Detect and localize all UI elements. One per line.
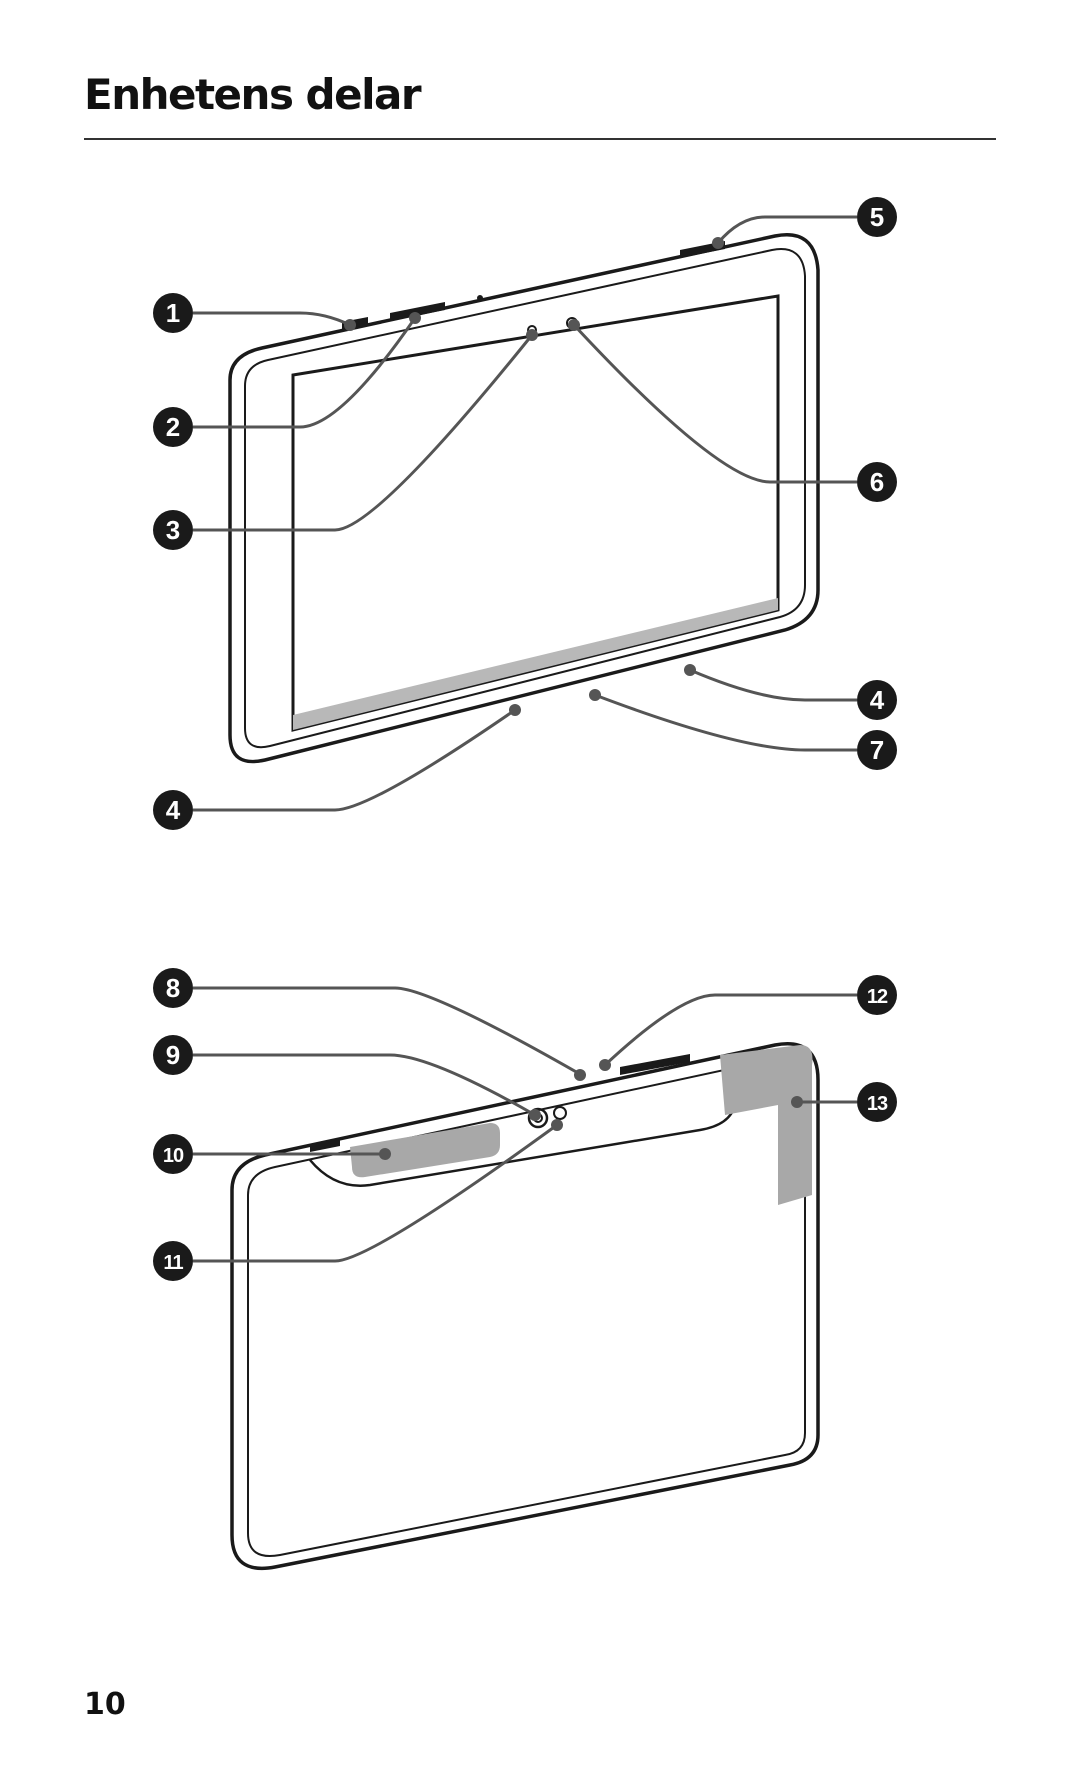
leader-6 (572, 323, 857, 484)
tablet-front-figure: 1 2 3 4 5 6 4 7 (0, 180, 1080, 830)
tablet-front-bezel-inner (244, 248, 806, 749)
svg-text:6: 6 (870, 467, 884, 497)
callout-7: 7 (857, 730, 897, 770)
callout-4-right: 4 (857, 680, 897, 720)
svg-text:9: 9 (166, 1040, 180, 1070)
leader-3 (193, 334, 534, 532)
rear-flash (553, 1106, 567, 1120)
callout-3: 3 (153, 510, 193, 550)
leader-12 (603, 993, 857, 1067)
svg-text:3: 3 (166, 515, 180, 545)
leader-7-dot (589, 689, 601, 701)
svg-text:5: 5 (870, 202, 884, 232)
svg-text:1: 1 (166, 298, 180, 328)
leader-4a (193, 708, 516, 812)
callout-6: 6 (857, 462, 897, 502)
page-title: Enhetens delar (84, 70, 422, 119)
leader-4b-dot (684, 664, 696, 676)
svg-text:7: 7 (870, 735, 884, 765)
callout-1: 1 (153, 293, 193, 333)
tablet-back-figure: 8 9 10 11 12 13 (0, 955, 1080, 1575)
leader-11-dot (551, 1119, 563, 1131)
callout-11: 11 (153, 1241, 193, 1281)
screen-bottom-shade (293, 598, 778, 730)
rear-camera-lens (527, 1107, 549, 1129)
leader-4b (689, 668, 857, 702)
leader-8-dot (574, 1069, 586, 1081)
leader-5 (716, 215, 857, 244)
callout-4-left: 4 (153, 790, 193, 830)
leader-9 (193, 1053, 536, 1117)
leader-1 (193, 311, 351, 327)
callout-2: 2 (153, 407, 193, 447)
page-number: 10 (84, 1687, 126, 1722)
callout-8: 8 (153, 968, 193, 1008)
leader-10-dot (379, 1148, 391, 1160)
back-top-band (309, 1104, 737, 1187)
leader-2 (193, 317, 417, 429)
top-edge-button-2 (390, 302, 445, 321)
svg-text:12: 12 (867, 986, 888, 1008)
leader-9-dot (529, 1109, 541, 1121)
callout-5: 5 (857, 197, 897, 237)
leader-11 (193, 1123, 558, 1263)
leader-13-dot (791, 1096, 803, 1108)
leader-7 (594, 693, 857, 752)
leader-12-dot (599, 1059, 611, 1071)
back-top-key (310, 1139, 340, 1152)
tablet-front-illustration: 1 2 3 4 5 6 4 7 (153, 197, 897, 830)
leader-6-dot (568, 319, 580, 331)
svg-text:10: 10 (163, 1145, 184, 1167)
leader-8 (193, 986, 586, 1079)
svg-text:13: 13 (867, 1093, 888, 1115)
title-divider (84, 138, 996, 140)
svg-text:4: 4 (166, 795, 181, 825)
svg-text:11: 11 (163, 1252, 183, 1274)
callout-10: 10 (153, 1134, 193, 1174)
tablet-back-illustration: 8 9 10 11 12 13 (153, 968, 897, 1570)
leader-1-dot (344, 319, 356, 331)
top-edge-port (477, 295, 483, 301)
callout-12: 12 (857, 975, 897, 1015)
callout-13: 13 (857, 1082, 897, 1122)
leader-2-dot (409, 312, 421, 324)
svg-text:4: 4 (870, 685, 885, 715)
svg-text:2: 2 (166, 412, 180, 442)
leader-5-dot (712, 237, 724, 249)
leader-4a-dot (509, 704, 521, 716)
speaker-highlight (350, 1123, 500, 1178)
callout-9: 9 (153, 1035, 193, 1075)
back-top-button (620, 1054, 690, 1075)
leader-3-dot (526, 329, 538, 341)
antenna-highlight (720, 1045, 813, 1205)
svg-text:8: 8 (166, 973, 180, 1003)
tablet-back-body (230, 1042, 820, 1570)
